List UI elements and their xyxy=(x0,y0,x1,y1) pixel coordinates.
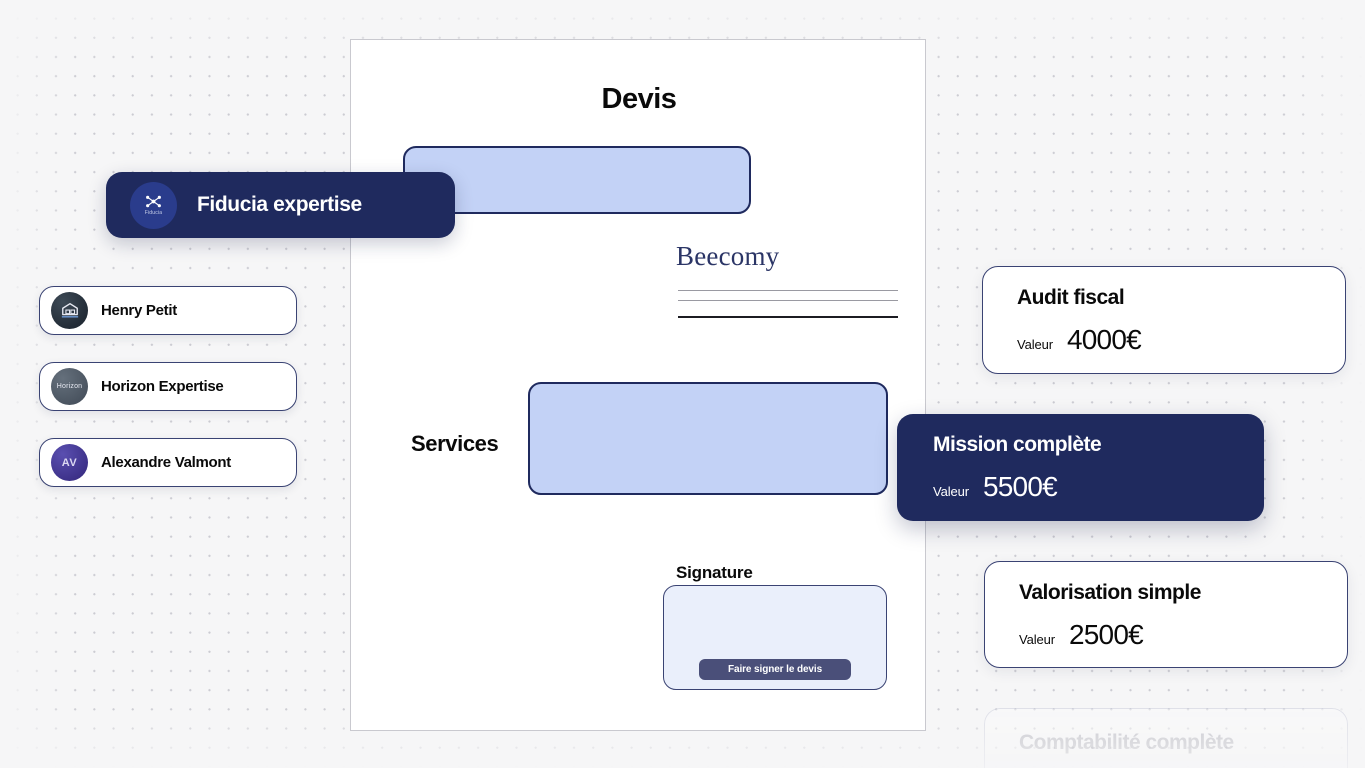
contact-chip-henry-petit[interactable]: Henry Petit xyxy=(39,286,297,335)
service-card-value: 4000€ xyxy=(1067,324,1142,355)
service-card-title: Audit fiscal xyxy=(1017,286,1125,309)
document-rule-line xyxy=(678,316,898,318)
service-card-title: Comptabilité complète xyxy=(1019,731,1234,754)
signature-field-label: Signature xyxy=(676,563,753,582)
service-value-caption: Valeur xyxy=(1017,337,1054,352)
contact-chip-label: Henry Petit xyxy=(101,302,177,319)
contact-chip-label: Fiducia expertise xyxy=(197,193,362,216)
service-card-title: Valorisation simple xyxy=(1019,581,1201,604)
contact-chip-label: Alexandre Valmont xyxy=(101,454,231,471)
contact-chip-label: Horizon Expertise xyxy=(101,378,224,395)
document-rule-line xyxy=(678,300,898,301)
building-icon xyxy=(51,292,88,329)
service-card-value-row: Valeur 4000€ xyxy=(1017,324,1345,356)
avatar-initials: AV xyxy=(61,456,78,469)
client-input-field[interactable] xyxy=(403,146,751,214)
contact-chip-alexandre-valmont[interactable]: AV Alexandre Valmont xyxy=(39,438,297,487)
service-card-title: Mission complète xyxy=(933,433,1102,456)
service-card-value: 5500€ xyxy=(983,471,1058,502)
service-value-caption: Valeur xyxy=(1019,632,1056,647)
service-value-caption: Valeur xyxy=(933,484,970,499)
services-input-field[interactable] xyxy=(528,382,888,495)
service-card-value-row: Valeur 5500€ xyxy=(933,471,1264,503)
service-card-mission-complete[interactable]: Mission complète Valeur 5500€ xyxy=(897,414,1264,521)
services-field-label: Services xyxy=(411,431,499,456)
avatar-caption: Horizon xyxy=(56,383,83,390)
avatar-caption: Fiducia xyxy=(144,210,163,216)
service-card-audit-fiscal[interactable]: Audit fiscal Valeur 4000€ xyxy=(982,266,1346,374)
sign-quote-button[interactable]: Faire signer le devis xyxy=(699,659,851,680)
company-name-text: Beecomy xyxy=(676,241,780,271)
signature-area[interactable]: Faire signer le devis xyxy=(663,585,887,690)
document-rule-line xyxy=(678,290,898,291)
service-card-comptabilite-complete[interactable]: Comptabilité complète xyxy=(984,708,1348,768)
service-card-value-row: Valeur 2500€ xyxy=(1019,619,1347,651)
contact-chip-fiducia-expertise[interactable]: Fiducia Fiducia expertise xyxy=(106,172,455,238)
text-avatar: Horizon xyxy=(51,368,88,405)
service-card-value: 2500€ xyxy=(1069,619,1144,650)
initials-avatar: AV xyxy=(51,444,88,481)
document-title: Devis xyxy=(601,83,677,115)
service-card-valorisation-simple[interactable]: Valorisation simple Valeur 2500€ xyxy=(984,561,1348,668)
quote-document-sheet: Devis Client Beecomy Services Signature … xyxy=(350,39,926,731)
contact-chip-horizon-expertise[interactable]: Horizon Horizon Expertise xyxy=(39,362,297,411)
network-nodes-icon: Fiducia xyxy=(130,181,177,229)
